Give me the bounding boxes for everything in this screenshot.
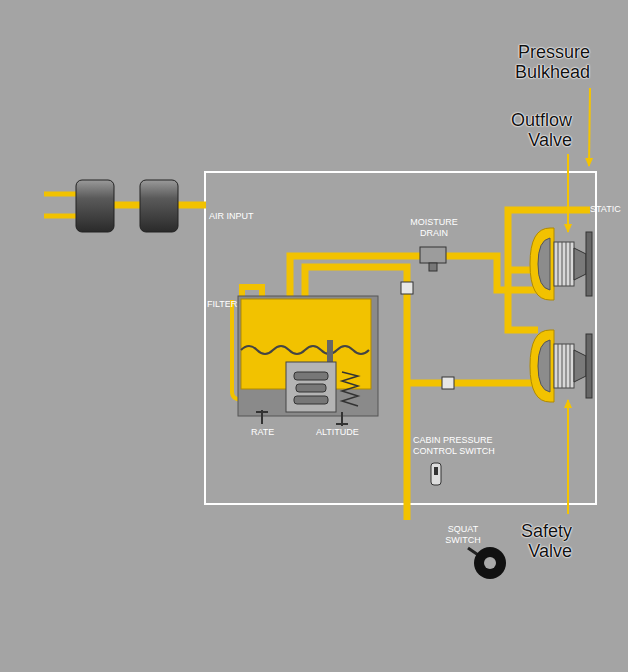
port-label: AIR INPUT [209, 211, 289, 222]
callout-label: Outflow Valve [490, 110, 572, 150]
squat-switch [468, 547, 506, 579]
part-label: CABIN PRESSURE CONTROL SWITCH [413, 435, 503, 457]
outflow-valve [530, 228, 592, 300]
callout-leaders [568, 88, 590, 514]
port-label: STATIC [590, 204, 626, 215]
callout-label: Safety Valve [496, 521, 572, 561]
pressure-controller [238, 296, 378, 426]
air-source-plug [44, 180, 206, 232]
safety-valve [530, 330, 592, 402]
callout-label: Pressure Bulkhead [478, 42, 590, 82]
part-label: ALTITUDE [316, 427, 376, 438]
line-fittings [401, 247, 454, 389]
part-label: FILTER [207, 299, 238, 310]
part-label: MOISTURE DRAIN [407, 217, 461, 239]
part-label: RATE [251, 427, 291, 438]
cabin-outline [205, 172, 596, 504]
cabin-pressure-switch [431, 463, 441, 485]
part-label: SQUAT SWITCH [442, 524, 484, 546]
